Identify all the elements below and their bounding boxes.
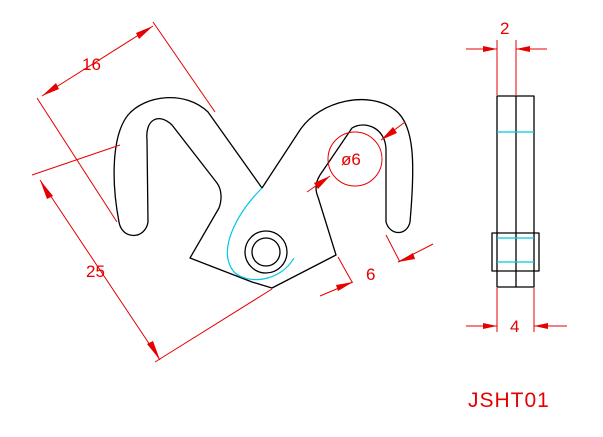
dim-6-label: 6 bbox=[366, 265, 375, 284]
front-view bbox=[113, 97, 414, 289]
side-view bbox=[491, 95, 540, 288]
hole-dimension-circle bbox=[327, 131, 383, 187]
hidden-outline bbox=[226, 187, 295, 281]
side-hole-band bbox=[491, 232, 540, 272]
dim-25-label: 25 bbox=[86, 262, 105, 281]
part-number: JSHT01 bbox=[468, 389, 550, 412]
dim-2-label: 2 bbox=[500, 19, 509, 38]
hook-outline bbox=[113, 97, 414, 289]
hole-outer bbox=[244, 230, 288, 274]
front-dimensions: 16 25 ø6 6 bbox=[31, 21, 434, 363]
dim-4-label: 4 bbox=[510, 317, 519, 336]
dim-16-label: 16 bbox=[82, 55, 101, 74]
dim-hole-label: ø6 bbox=[341, 150, 361, 169]
hole-inner bbox=[251, 237, 281, 267]
side-dimensions: 2 4 bbox=[466, 19, 567, 336]
